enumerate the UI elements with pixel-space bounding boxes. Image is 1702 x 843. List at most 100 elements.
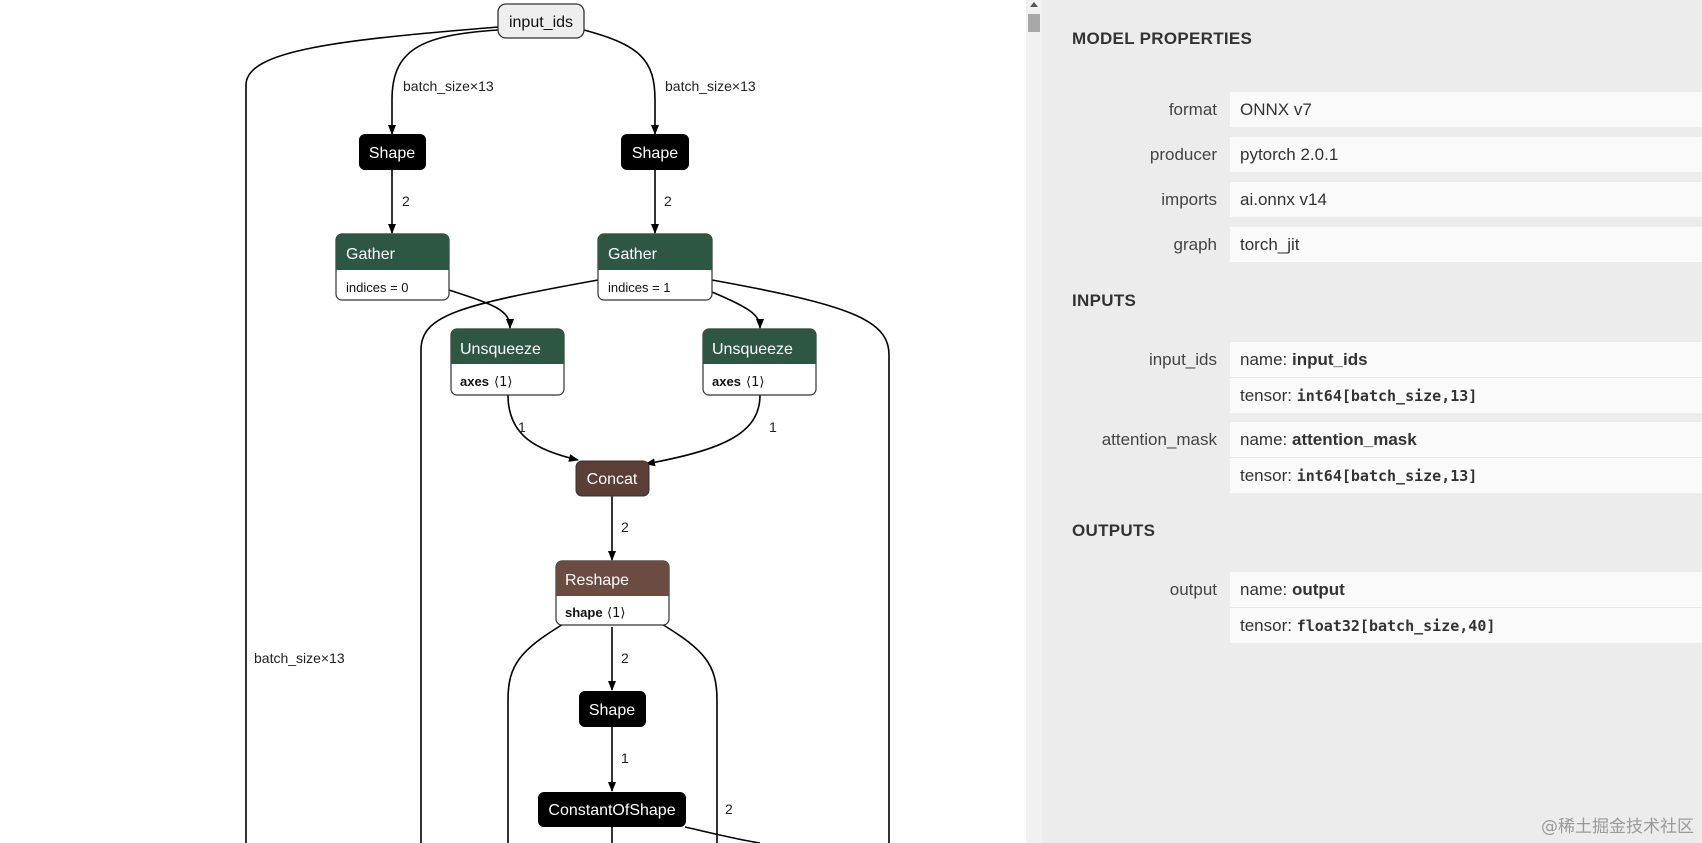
property-label: graph xyxy=(1173,235,1217,254)
name-prefix: name: xyxy=(1240,580,1292,599)
output-value-box[interactable]: name: output tensor: float32[batch_size,… xyxy=(1230,572,1702,643)
property-value-box[interactable]: pytorch 2.0.1 xyxy=(1230,137,1702,172)
edge-label-right-shape-out: 2 xyxy=(664,193,672,209)
property-value: ai.onnx v14 xyxy=(1240,190,1327,209)
node-gather-left-label: Gather xyxy=(346,246,396,263)
tensor-prefix: tensor: xyxy=(1240,616,1297,635)
edge-label-far-left: batch_size×13 xyxy=(254,650,345,666)
graph-edges xyxy=(245,26,890,843)
input-value-box[interactable]: name: input_ids tensor: int64[batch_size… xyxy=(1230,342,1702,413)
vertical-scrollbar[interactable] xyxy=(1026,0,1042,843)
input-name: input_ids xyxy=(1291,350,1368,369)
node-gather-left-attr: indices = 0 xyxy=(346,280,409,295)
node-gather-right[interactable]: Gather indices = 1 xyxy=(597,233,713,301)
name-prefix: name: xyxy=(1240,350,1292,369)
edge-gather-right-left-branch xyxy=(420,279,599,843)
edge-unsq-concat-right xyxy=(645,394,761,467)
outputs-title: OUTPUTS xyxy=(1072,521,1156,540)
edge-constantofshape-right xyxy=(684,826,761,843)
property-value-box[interactable]: torch_jit xyxy=(1230,227,1702,262)
node-unsqueeze-left-label: Unsqueeze xyxy=(460,341,541,358)
node-reshape[interactable]: Reshape shape ⟨1⟩ xyxy=(555,560,670,626)
node-input-ids[interactable]: input_ids xyxy=(497,3,585,39)
scrollbar-thumb[interactable] xyxy=(1028,14,1040,32)
input-label: attention_mask xyxy=(1101,430,1217,449)
node-unsqueeze-right-attr-name: axes xyxy=(712,374,741,389)
property-value: torch_jit xyxy=(1240,235,1300,254)
inputs-title: INPUTS xyxy=(1072,291,1137,310)
node-unsqueeze-right-label: Unsqueeze xyxy=(712,341,793,358)
node-shape-bottom[interactable]: Shape xyxy=(579,691,646,727)
edge-gather-right-right-branch xyxy=(711,279,890,843)
edge-label-shape3-out: 1 xyxy=(621,750,629,766)
edge-label-left-unsq-out: 1 xyxy=(518,419,526,435)
output-tensor-type: float32[batch_size,40] xyxy=(1296,617,1496,635)
node-reshape-label: Reshape xyxy=(565,572,629,589)
node-unsqueeze-right-attr-value: ⟨1⟩ xyxy=(746,375,764,390)
node-shape-right-label: Shape xyxy=(632,145,678,162)
node-gather-right-attr: indices = 1 xyxy=(608,280,671,295)
input-value-box[interactable]: name: attention_mask tensor: int64[batch… xyxy=(1230,422,1702,493)
node-unsqueeze-left-attr-name: axes xyxy=(460,374,489,389)
graph-canvas[interactable]: batch_size×13 batch_size×13 batch_size×1… xyxy=(0,0,1026,843)
edge-gather-unsq-left xyxy=(448,289,514,329)
node-shape-right[interactable]: Shape xyxy=(621,134,689,170)
node-unsqueeze-right[interactable]: Unsqueeze axes ⟨1⟩ xyxy=(702,328,817,396)
input-tensor-line: tensor: int64[batch_size,13] xyxy=(1230,458,1702,493)
node-shape-bottom-label: Shape xyxy=(589,702,635,719)
model-properties-title: MODEL PROPERTIES xyxy=(1072,29,1253,48)
node-unsqueeze-left[interactable]: Unsqueeze axes ⟨1⟩ xyxy=(450,328,565,396)
scroll-up-arrow-icon[interactable] xyxy=(1030,2,1038,7)
output-name-line: name: output xyxy=(1230,572,1702,608)
edge-unsq-concat-left xyxy=(507,394,579,462)
node-constantofshape[interactable]: ConstantOfShape xyxy=(538,792,686,827)
edge-gather-unsq-right xyxy=(711,291,764,329)
node-shape-left-label: Shape xyxy=(369,145,415,162)
name-prefix: name: xyxy=(1240,430,1292,449)
node-gather-left[interactable]: Gather indices = 0 xyxy=(335,233,450,301)
edge-label-left-shape-out: 2 xyxy=(402,193,410,209)
edge-reshape-left-branch xyxy=(507,622,566,843)
watermark: @稀土掘金技术社区 xyxy=(1541,817,1694,837)
node-unsqueeze-left-attr-value: ⟨1⟩ xyxy=(494,375,512,390)
node-concat[interactable]: Concat xyxy=(575,460,650,497)
node-constantofshape-label: ConstantOfShape xyxy=(548,802,675,819)
input-name-line: name: attention_mask xyxy=(1230,422,1702,458)
property-value-box[interactable]: ai.onnx v14 xyxy=(1230,182,1702,217)
tensor-prefix: tensor: xyxy=(1240,466,1297,485)
edge-label-concat-out: 2 xyxy=(621,519,629,535)
model-properties-panel: MODEL PROPERTIES format ONNX v7 producer… xyxy=(1042,0,1702,843)
edge-label-right-shape-in: batch_size×13 xyxy=(665,78,756,94)
edge-label-left-shape-in: batch_size×13 xyxy=(403,78,494,94)
node-reshape-attr-value: ⟨1⟩ xyxy=(607,606,625,621)
output-tensor-line: tensor: float32[batch_size,40] xyxy=(1230,608,1702,643)
property-label: imports xyxy=(1161,190,1217,209)
input-tensor-type: int64[batch_size,13] xyxy=(1296,387,1478,405)
node-shape-left[interactable]: Shape xyxy=(359,134,426,170)
edge-input-far-left xyxy=(245,26,499,843)
property-value-box[interactable]: ONNX v7 xyxy=(1230,92,1702,127)
property-label: producer xyxy=(1149,145,1217,164)
input-name-line: name: input_ids xyxy=(1230,342,1702,378)
edge-reshape-right-branch xyxy=(659,622,718,843)
property-label: format xyxy=(1168,100,1217,119)
input-tensor-line: tensor: int64[batch_size,13] xyxy=(1230,378,1702,413)
node-input-ids-label: input_ids xyxy=(509,14,573,31)
node-reshape-attr-name: shape xyxy=(565,605,603,620)
input-tensor-type: int64[batch_size,13] xyxy=(1296,467,1478,485)
output-label: output xyxy=(1169,580,1217,599)
node-concat-label: Concat xyxy=(587,471,638,488)
property-value: pytorch 2.0.1 xyxy=(1240,145,1339,164)
input-name: attention_mask xyxy=(1291,430,1417,449)
edge-input-shape-right xyxy=(583,29,659,135)
property-value: ONNX v7 xyxy=(1240,100,1312,119)
node-gather-right-label: Gather xyxy=(608,246,658,263)
edge-label-right-unsq-out: 1 xyxy=(769,419,777,435)
edge-labels: batch_size×13 batch_size×13 batch_size×1… xyxy=(254,78,777,817)
graph-svg: batch_size×13 batch_size×13 batch_size×1… xyxy=(245,3,890,843)
edge-label-reshape-out: 2 xyxy=(621,650,629,666)
output-name: output xyxy=(1291,580,1345,599)
edge-input-shape-left xyxy=(388,29,499,135)
edge-label-right-branch: 2 xyxy=(725,801,733,817)
tensor-prefix: tensor: xyxy=(1240,386,1297,405)
